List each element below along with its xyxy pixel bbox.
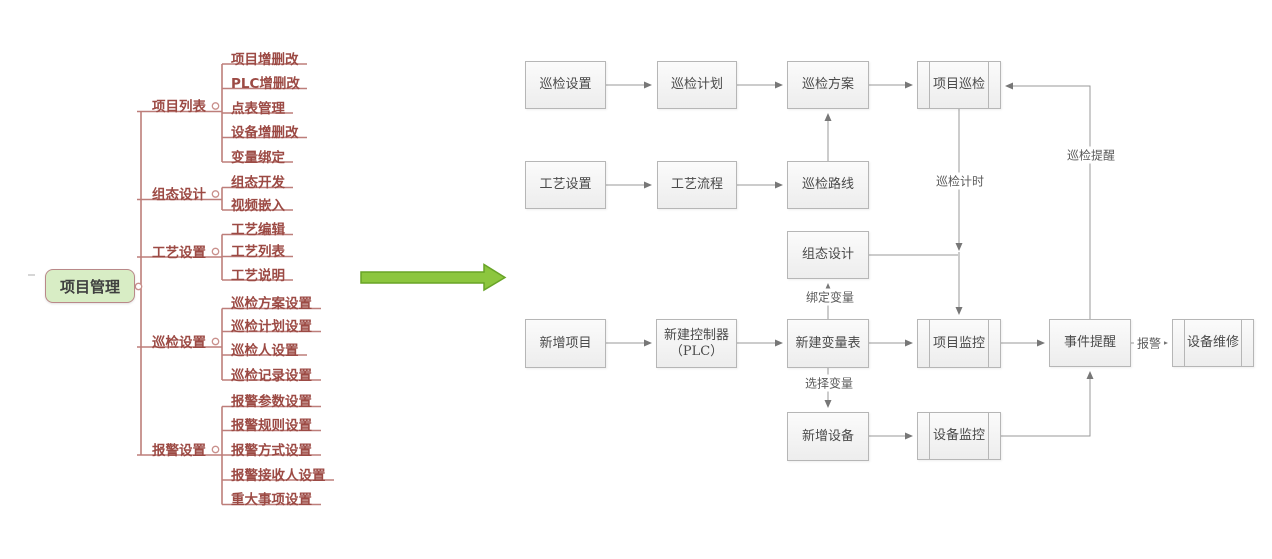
mindmap-root-node[interactable]: 项目管理 xyxy=(45,269,135,303)
edge-label-select-variable: 选择变量 xyxy=(801,374,857,392)
flow-node-new-var-table[interactable]: 新建变量表 xyxy=(787,319,869,368)
flow-node-label: 巡检路线 xyxy=(801,177,854,192)
flow-node-event-remind[interactable]: 事件提醒 xyxy=(1049,319,1131,367)
edge-label-inspect-remind: 巡检提醒 xyxy=(1063,146,1119,164)
mindmap-connectors xyxy=(28,63,334,506)
flow-node-inspect-route[interactable]: 巡检路线 xyxy=(787,161,869,209)
flow-node-inspect-scheme[interactable]: 巡检方案 xyxy=(787,61,869,109)
flow-node-craft-flow[interactable]: 工艺流程 xyxy=(657,161,737,209)
mindmap-leaf[interactable]: 报警方式设置 xyxy=(231,443,312,459)
mindmap-leaf[interactable]: 工艺说明 xyxy=(231,268,285,284)
flow-node-inspect-settings[interactable]: 巡检设置 xyxy=(525,61,606,109)
flow-node-label: 巡检计划 xyxy=(670,77,723,92)
mindmap-branch-inspect-settings[interactable]: 巡检设置 xyxy=(152,335,206,351)
mindmap-leaf[interactable]: 巡检记录设置 xyxy=(231,368,312,384)
flow-node-label: （PLC） xyxy=(669,343,724,359)
flow-node-label: 新增设备 xyxy=(801,428,854,444)
flow-node-label: 新建变量表 xyxy=(795,335,861,351)
flow-node-label: 新建控制器 xyxy=(663,327,729,343)
flow-node-device-repair[interactable]: 设备维修 xyxy=(1172,319,1254,367)
mindmap-branch-alarm-settings[interactable]: 报警设置 xyxy=(152,443,206,459)
flow-node-craft-settings[interactable]: 工艺设置 xyxy=(525,161,606,209)
flow-node-new-controller[interactable]: 新建控制器 （PLC） xyxy=(656,319,737,368)
mindmap-collapse-handles xyxy=(134,102,220,454)
flow-node-inspect-plan[interactable]: 巡检计划 xyxy=(657,61,737,109)
mindmap-leaf[interactable]: 巡检人设置 xyxy=(231,343,299,359)
flow-node-new-project[interactable]: 新增项目 xyxy=(525,319,606,368)
mindmap-leaf[interactable]: 巡检计划设置 xyxy=(231,319,312,335)
mindmap-leaf[interactable]: 点表管理 xyxy=(231,101,285,117)
flow-node-label: 新增项目 xyxy=(539,335,592,351)
flow-node-label: 工艺设置 xyxy=(539,177,592,192)
mindmap-leaf[interactable]: 设备增删改 xyxy=(231,125,299,141)
edge-label-bind-variable: 绑定变量 xyxy=(802,288,858,306)
flow-node-label: 项目监控 xyxy=(932,335,985,351)
flow-node-device-monitor[interactable]: 设备监控 xyxy=(917,412,1001,460)
big-green-arrow xyxy=(360,263,507,292)
mindmap-leaf[interactable]: PLC增删改 xyxy=(231,76,300,92)
flow-node-label: 工艺流程 xyxy=(670,177,723,192)
mindmap-leaf[interactable]: 报警接收人设置 xyxy=(231,468,326,484)
mindmap-leaf[interactable]: 工艺编辑 xyxy=(231,222,285,238)
mindmap-leaf[interactable]: 组态开发 xyxy=(231,175,285,191)
flowchart-connectors xyxy=(606,81,1168,440)
flow-node-label: 事件提醒 xyxy=(1063,335,1116,350)
flow-node-project-monitor[interactable]: 项目监控 xyxy=(917,319,1001,368)
mindmap-branch-project-list[interactable]: 项目列表 xyxy=(152,99,206,115)
flow-node-label: 巡检方案 xyxy=(801,77,854,92)
mindmap-branch-scada-design[interactable]: 组态设计 xyxy=(152,187,206,203)
flow-node-label: 巡检设置 xyxy=(539,77,592,92)
flow-node-label: 设备维修 xyxy=(1186,335,1239,350)
flow-node-label: 组态设计 xyxy=(801,247,854,262)
mindmap-leaf[interactable]: 报警参数设置 xyxy=(231,394,312,410)
mindmap-leaf[interactable]: 视频嵌入 xyxy=(231,198,285,214)
flow-node-label: 项目巡检 xyxy=(932,77,985,92)
flow-node-scada-design[interactable]: 组态设计 xyxy=(787,231,869,279)
flow-node-label: 设备监控 xyxy=(932,428,985,443)
mindmap-leaf[interactable]: 变量绑定 xyxy=(231,150,285,166)
mindmap-branch-process-settings[interactable]: 工艺设置 xyxy=(152,245,206,261)
mindmap-leaf[interactable]: 巡检方案设置 xyxy=(231,296,312,312)
flow-node-new-device[interactable]: 新增设备 xyxy=(787,412,869,461)
mindmap-leaf[interactable]: 重大事项设置 xyxy=(231,492,312,508)
mindmap-leaf[interactable]: 项目增删改 xyxy=(231,52,299,68)
mindmap-leaf[interactable]: 工艺列表 xyxy=(231,244,285,260)
flow-node-project-inspect[interactable]: 项目巡检 xyxy=(917,61,1001,109)
edge-label-alarm: 报警 xyxy=(1133,334,1165,352)
edge-label-inspect-timing: 巡检计时 xyxy=(932,172,988,190)
mindmap-leaf[interactable]: 报警规则设置 xyxy=(231,418,312,434)
